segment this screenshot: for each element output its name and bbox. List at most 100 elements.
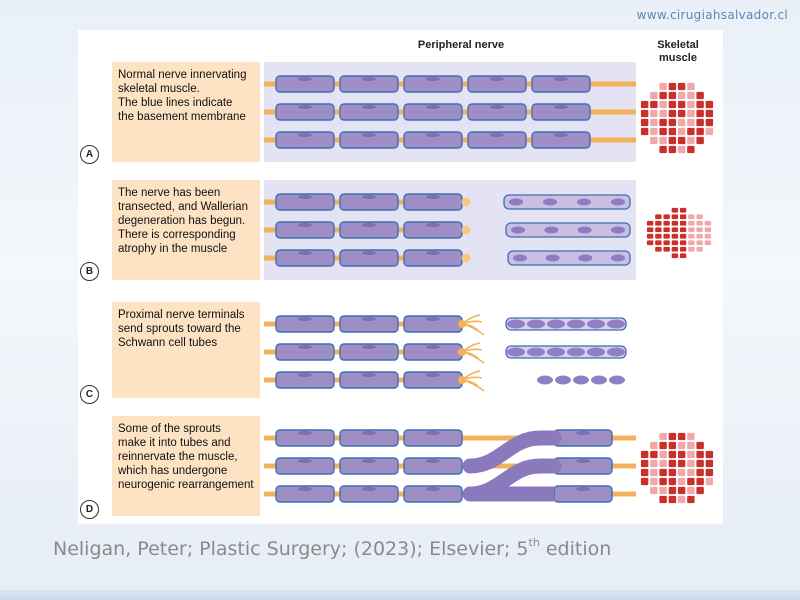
- muscle-fiber: [679, 239, 688, 246]
- muscle-fiber: [658, 495, 668, 504]
- panel-c-nerve-illustration: [264, 314, 627, 392]
- muscle-fiber: [695, 233, 704, 240]
- myelin-segment: [531, 75, 591, 93]
- myelin-segment: [403, 103, 463, 121]
- muscle-fiber: [677, 495, 687, 504]
- degenerating-tube: [503, 194, 631, 210]
- myelin-segment: [275, 315, 335, 333]
- axon-sprout: [461, 379, 485, 392]
- schwann-cell: [547, 347, 565, 357]
- muscle-fiber: [670, 207, 679, 214]
- muscle-fiber: [658, 91, 668, 100]
- muscle-fiber: [695, 100, 705, 109]
- website-url[interactable]: www.cirugiahsalvador.cl: [636, 8, 788, 22]
- schwann-nucleus: [490, 77, 504, 81]
- muscle-fiber: [687, 220, 696, 227]
- schwann-nucleus: [490, 133, 504, 137]
- muscle-fiber: [679, 213, 688, 220]
- muscle-fiber: [686, 118, 696, 127]
- muscle-fiber: [654, 213, 663, 220]
- schwann-nucleus: [426, 195, 440, 199]
- schwann-nucleus: [298, 223, 312, 227]
- muscle-fiber: [649, 441, 659, 450]
- axon-sprout: [461, 323, 485, 336]
- myelin-segment: [339, 371, 399, 389]
- myelin-segment: [339, 457, 399, 475]
- muscle-fiber: [686, 459, 696, 468]
- myelin-segment: [339, 249, 399, 267]
- muscle-fiber: [662, 220, 671, 227]
- muscle-fiber: [679, 252, 688, 259]
- caption-panel-d: Some of the sprouts make it into tubes a…: [112, 416, 260, 516]
- muscle-fiber: [687, 213, 696, 220]
- muscle-fiber: [658, 468, 668, 477]
- muscle-fiber: [695, 468, 705, 477]
- myelin-segment: [339, 193, 399, 211]
- muscle-fiber: [658, 127, 668, 136]
- schwann-nucleus: [554, 77, 568, 81]
- schwann-nucleus: [426, 105, 440, 109]
- schwann-nucleus: [298, 77, 312, 81]
- myelin-segment: [339, 221, 399, 239]
- muscle-fiber: [704, 127, 714, 136]
- muscle-fiber: [662, 213, 671, 220]
- muscle-fiber: [703, 226, 712, 233]
- muscle-fiber: [649, 91, 659, 100]
- muscle-fiber: [677, 432, 687, 441]
- muscle-fiber: [703, 233, 712, 240]
- muscle-fiber: [677, 477, 687, 486]
- muscle-fiber: [667, 477, 677, 486]
- muscle-fiber: [667, 100, 677, 109]
- schwann-nucleus: [554, 133, 568, 137]
- schwann-nucleus: [298, 195, 312, 199]
- muscle-fiber: [667, 109, 677, 118]
- nerve-regeneration-figure: Peripheral nerve Skeletal muscle Normal …: [78, 30, 723, 524]
- muscle-fiber: [686, 82, 696, 91]
- muscle-fiber: [686, 441, 696, 450]
- muscle-fiber: [686, 450, 696, 459]
- muscle-fiber: [695, 213, 704, 220]
- muscle-fiber: [658, 477, 668, 486]
- myelin-segment: [275, 457, 335, 475]
- myelin-segment: [275, 343, 335, 361]
- muscle-fiber: [649, 468, 659, 477]
- muscle-fiber: [704, 468, 714, 477]
- muscle-fiber: [662, 239, 671, 246]
- schwann-nucleus: [362, 317, 376, 321]
- muscle-fiber: [640, 459, 650, 468]
- muscle-fiber: [677, 486, 687, 495]
- degenerating-tube: [505, 222, 631, 238]
- myelin-segment: [339, 343, 399, 361]
- muscle-fiber: [677, 459, 687, 468]
- myelin-segment: [403, 485, 463, 503]
- muscle-fiber: [667, 136, 677, 145]
- muscle-fiber: [667, 450, 677, 459]
- muscle-fiber: [677, 450, 687, 459]
- muscle-fiber: [695, 109, 705, 118]
- myelin-segment: [339, 103, 399, 121]
- muscle-fiber: [670, 213, 679, 220]
- panel-c-badge: C: [80, 385, 99, 404]
- myelin-segment: [467, 75, 527, 93]
- muscle-fiber: [703, 239, 712, 246]
- myelin-segment: [339, 429, 399, 447]
- muscle-fiber: [679, 233, 688, 240]
- schwann-nucleus: [362, 487, 376, 491]
- schwann-cell: [507, 319, 525, 329]
- myelin-debris: [544, 226, 559, 234]
- schwann-nucleus: [576, 459, 590, 463]
- muscle-fiber: [649, 459, 659, 468]
- muscle-fiber: [679, 246, 688, 253]
- muscle-fiber: [704, 118, 714, 127]
- bottom-band: [0, 590, 800, 600]
- muscle-fiber: [695, 220, 704, 227]
- schwann-nucleus: [426, 317, 440, 321]
- muscle-fiber: [686, 495, 696, 504]
- schwann-nucleus: [298, 431, 312, 435]
- muscle-fiber: [695, 441, 705, 450]
- schwann-cell: [527, 319, 545, 329]
- muscle-fiber: [640, 450, 650, 459]
- schwann-nucleus: [362, 373, 376, 377]
- schwann-nucleus: [576, 431, 590, 435]
- schwann-nucleus: [576, 487, 590, 491]
